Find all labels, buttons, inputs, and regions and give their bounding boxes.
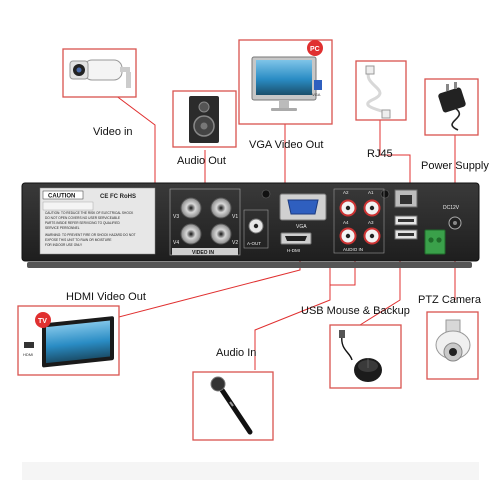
label-video-in: Video in xyxy=(93,126,133,138)
screw-icon xyxy=(261,189,271,199)
label-audio-in: Audio In xyxy=(216,347,256,359)
bullet-camera-image xyxy=(62,48,137,98)
power-adapter-icon xyxy=(438,82,466,131)
pc-badge-icon xyxy=(307,40,323,56)
caution-line: DO NOT OPEN COVERS NO USER SERVICEABLE xyxy=(45,216,120,220)
audio-in-label: AUDIO IN xyxy=(343,247,363,252)
tv-badge: TV xyxy=(38,318,47,325)
audio-out-port: A-OUT xyxy=(243,209,269,249)
label-hdmi-video-out: HDMI Video Out xyxy=(66,291,146,303)
port-label-v3: V3 xyxy=(173,214,179,220)
tv-badge-icon xyxy=(35,312,51,328)
hdmi-plug-icon xyxy=(24,342,34,348)
microphone-icon xyxy=(210,376,253,435)
vga-monitor-image: PC VGA xyxy=(238,39,333,125)
panel-reflection xyxy=(22,462,479,480)
vga-port: VGA xyxy=(279,193,327,230)
power-ptz-ports: DC12V xyxy=(424,205,462,255)
dvr-rear-panel: CAUTION CE FC RoHS CAUTION: TO REDUCE TH… xyxy=(21,182,480,268)
hdmi-connector-icon xyxy=(285,236,307,241)
monitor-icon xyxy=(251,56,317,111)
label-audio-out: Audio Out xyxy=(177,155,226,167)
port-label-a3: A3 xyxy=(368,220,374,225)
port-label-v2: V2 xyxy=(232,240,238,246)
vga-connector-icon xyxy=(287,199,319,215)
video-in-label: VIDEO IN xyxy=(192,250,214,256)
tv-icon xyxy=(42,316,114,368)
caution-sticker: CAUTION CE FC RoHS CAUTION: TO REDUCE TH… xyxy=(39,187,156,255)
screw-icon xyxy=(380,189,390,199)
bnc-connector-icon xyxy=(180,223,202,245)
bullet-camera-icon xyxy=(69,59,131,88)
caution-title: CAUTION xyxy=(48,194,75,200)
caution-line: EXPOSE THIS UNIT TO RAIN OR MOISTURE xyxy=(45,238,112,242)
port-label-a1: A1 xyxy=(368,190,374,195)
ethernet-cable-image xyxy=(355,60,407,121)
cert-marks: CE FC RoHS xyxy=(100,194,136,200)
hdmi-tag: HDMI xyxy=(23,352,33,357)
label-power-supply: Power Supply xyxy=(421,160,489,172)
bnc-connector-icon xyxy=(210,197,232,219)
ptz-terminal-icon xyxy=(424,229,446,255)
caution-line: WARNING: TO PREVENT FIRE OR SHOCK HAZARD… xyxy=(45,233,136,237)
vga-label: VGA xyxy=(296,224,307,230)
label-rj45: RJ45 xyxy=(367,148,393,160)
a-out-label: A-OUT xyxy=(247,241,261,246)
ptz-camera-icon xyxy=(435,319,471,362)
port-label-v1: V1 xyxy=(232,214,238,220)
bnc-connector-icon xyxy=(180,197,202,219)
dc-label: DC12V xyxy=(443,205,460,211)
hdmi-label: H-DMI xyxy=(287,248,300,253)
port-label-v4: V4 xyxy=(173,240,179,246)
mouse-icon xyxy=(339,330,382,382)
port-label-a2: A2 xyxy=(343,190,349,195)
caution-line: SERVICE PERSONNEL xyxy=(45,226,80,230)
hdmi-tv-image: TV HDMI xyxy=(17,305,120,376)
caution-line: CAUTION: TO REDUCE THE RISK OF ELECTRICA… xyxy=(45,211,134,215)
speaker-icon xyxy=(189,96,219,143)
pc-badge: PC xyxy=(310,46,320,53)
caution-line: PARTS INSIDE REFER SERVICING TO QUALIFIE… xyxy=(45,221,121,225)
label-vga-video-out: VGA Video Out xyxy=(249,139,323,151)
power-adapter-image xyxy=(424,78,479,136)
usb-mouse-image xyxy=(329,324,402,389)
vga-plug-icon xyxy=(314,80,322,90)
video-in-ports: VIDEO IN V3 V1 V4 V2 xyxy=(169,188,241,256)
hdmi-port: H-DMI xyxy=(280,232,312,253)
label-ptz-camera: PTZ Camera xyxy=(418,294,482,306)
label-usb-mouse-backup: USB Mouse & Backup xyxy=(301,305,410,317)
ptz-camera-image xyxy=(426,311,479,380)
bnc-connector-icon xyxy=(210,223,232,245)
vga-tag: VGA xyxy=(312,92,321,97)
microphone-image xyxy=(192,371,274,441)
audio-in-ports: A2 A1 A4 A3 AUDIO IN xyxy=(333,188,385,254)
network-usb-ports xyxy=(394,189,418,240)
port-label-a4: A4 xyxy=(343,220,349,225)
speaker-image xyxy=(172,90,237,148)
caution-line: FOR INDOOR USE ONLY xyxy=(45,243,83,247)
